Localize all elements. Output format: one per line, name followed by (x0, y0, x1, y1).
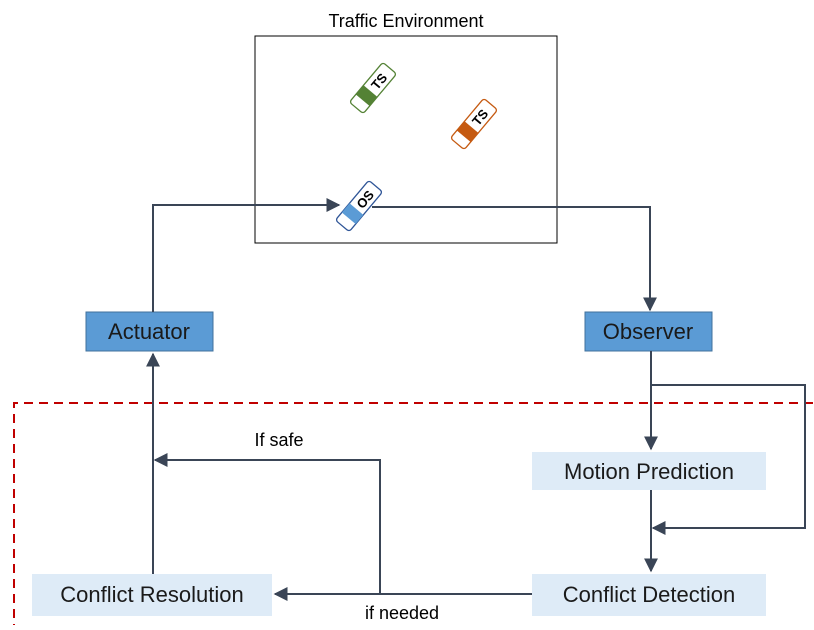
observer-label: Observer (603, 319, 693, 344)
if-safe-label: If safe (254, 430, 303, 450)
actuator-block: Actuator (85, 311, 214, 352)
motion-prediction-block: Motion Prediction (532, 452, 766, 490)
arrow-environment-to-observer (372, 206, 657, 312)
environment-title: Traffic Environment (328, 11, 483, 31)
traffic-environment-frame (254, 35, 558, 244)
decision-module-boundary (13, 402, 813, 625)
actuator-label: Actuator (108, 319, 190, 344)
arrow-if-safe (153, 453, 381, 594)
observer-block: Observer (584, 311, 713, 352)
arrow-actuator-to-environment (152, 198, 341, 312)
target-ship-green: TS (349, 62, 397, 114)
conflict-resolution-label: Conflict Resolution (60, 582, 243, 607)
conflict-resolution-block: Conflict Resolution (32, 574, 272, 616)
motion-prediction-label: Motion Prediction (564, 459, 734, 484)
arrow-observer-bypass (651, 384, 806, 535)
target-ship-orange: TS (450, 98, 498, 150)
conflict-detection-label: Conflict Detection (563, 582, 735, 607)
own-ship-blue: OS (335, 180, 383, 232)
conflict-detection-block: Conflict Detection (532, 574, 766, 616)
if-needed-label: if needed (365, 603, 439, 623)
